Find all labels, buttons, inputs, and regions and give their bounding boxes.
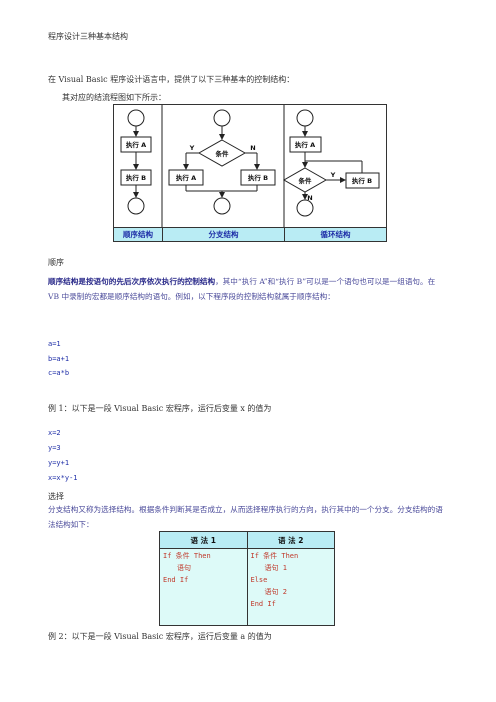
branch-condition (197, 139, 247, 167)
loop-cond-label: 条件 (299, 176, 313, 185)
sequence-paragraph: 顺序结构是按语句的先后次序依次执行的控制结构，其中“执行 A”和“执行 B”可以… (48, 274, 448, 304)
code-line: y=y+1 (48, 459, 70, 467)
seq-start (127, 109, 145, 127)
code-line: b=a+1 (48, 355, 70, 363)
branch-yes-label: Y (189, 144, 195, 152)
loop-yes-label: Y (330, 171, 336, 179)
sequence-bold-lead: 顺序结构是按语句的先后次序依次执行的控制结构 (48, 277, 216, 286)
syntax-cell-2: If 条件 Then 语句 1 Else 语句 2 End If (246, 548, 335, 626)
syntax-line: End If (163, 576, 189, 584)
seq-label-a: 执行 A (126, 140, 146, 149)
loop-no-label: N (307, 194, 312, 202)
code-line: a=1 (48, 340, 61, 348)
seq-label-b: 执行 B (126, 173, 146, 182)
code-line: x=2 (48, 429, 61, 437)
flowchart-labels: 顺序结构 分支结构 循环结构 (114, 227, 386, 241)
example1-text: 例 1：以下是一段 Visual Basic 宏程序，运行后变量 x 的值为 (48, 404, 272, 413)
example2-text: 例 2：以下是一段 Visual Basic 宏程序，运行后变量 a 的值为 (48, 632, 272, 641)
intro-line: 在 Visual Basic 程序设计语言中，提供了以下三种基本的控制结构： (48, 75, 295, 84)
branch-label-b: 执行 B (248, 173, 268, 182)
flowchart-caption: 其对应的结流程图如下所示： (62, 93, 166, 102)
syntax-header-2: 语 法 2 (246, 531, 335, 549)
syntax-cell-1: If 条件 Then 语句 End If (159, 548, 248, 626)
branch-no-label: N (250, 144, 255, 152)
code-line: c=a*b (48, 369, 70, 377)
branch-start (213, 109, 231, 127)
syntax-line: 语句 1 (264, 564, 287, 572)
syntax-line: End If (250, 600, 276, 608)
syntax-header-1: 语 法 1 (159, 531, 248, 549)
flowchart-diagram: 执行 A 执行 B 条件 Y N 执行 A 执行 B 执行 A 条件 Y N 执… (120, 105, 380, 227)
sequence-text: ，其中“执行 A”和“执行 B”可以是一个语句也可以是一组语句。在 VB 中录制… (48, 277, 436, 301)
label-branch: 分支结构 (162, 227, 284, 241)
branch-cond-label: 条件 (216, 149, 230, 158)
flowchart-figure: 执行 A 执行 B 条件 Y N 执行 A 执行 B 执行 A 条件 Y N 执… (113, 104, 387, 242)
syntax-line: Else (250, 576, 268, 584)
loop-label-b: 执行 B (352, 176, 372, 185)
label-sequence: 顺序结构 (114, 227, 162, 241)
select-heading: 选择 (48, 492, 64, 501)
select-paragraph: 分支结构又称为选择结构。根据条件判断其是否成立，从而选择程序执行的方向，执行其中… (48, 505, 443, 529)
syntax-table: 语 法 1 语 法 2 If 条件 Then 语句 End If If 条件 T… (159, 531, 335, 626)
loop-start (296, 109, 314, 127)
page-title: 程序设计三种基本结构 (48, 32, 128, 41)
branch-end (213, 197, 231, 215)
syntax-line: 语句 2 (264, 588, 287, 596)
syntax-line: 语句 (177, 564, 191, 572)
loop-end (296, 199, 314, 217)
code-line: x=x*y-1 (48, 474, 78, 482)
code-line: y=3 (48, 444, 61, 452)
branch-box-b (240, 169, 276, 186)
label-loop: 循环结构 (284, 227, 386, 241)
syntax-line: If 条件 Then (163, 552, 211, 560)
loop-label-a: 执行 A (295, 140, 315, 149)
seq-end (127, 197, 145, 215)
branch-label-a: 执行 A (176, 173, 196, 182)
sequence-heading: 顺序 (48, 258, 64, 267)
syntax-line: If 条件 Then (250, 552, 299, 560)
